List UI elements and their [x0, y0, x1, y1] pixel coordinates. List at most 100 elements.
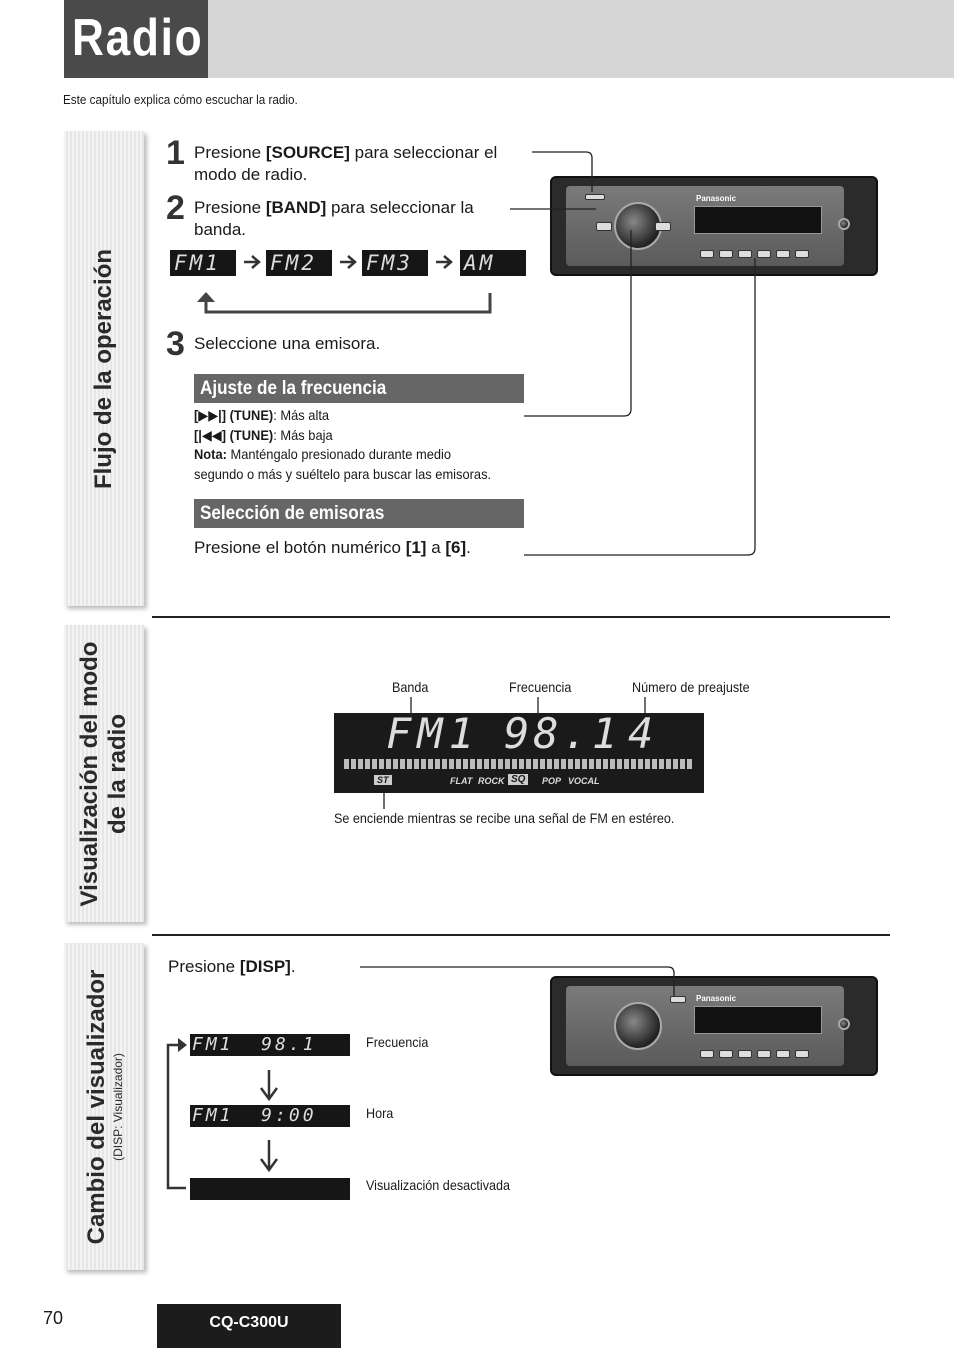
- disp-label-clock: Hora: [366, 1105, 394, 1121]
- tune-up-line: [▶▶|] (TUNE): Más alta: [194, 405, 329, 425]
- disp-text: Presione [DISP].: [168, 956, 296, 978]
- step-1-post: para seleccionar el modo de radio.: [194, 143, 498, 184]
- preset-button-5: [776, 250, 790, 258]
- disp-loop-arrow-icon: [178, 1038, 187, 1052]
- disp-label-off: Visualización desactivada: [366, 1177, 511, 1193]
- preset-pre: Presione el botón numérico: [194, 538, 406, 557]
- preset-post: .: [466, 538, 471, 557]
- step-1-key: [SOURCE]: [265, 143, 350, 162]
- preset-button-2: [719, 250, 733, 258]
- disp-cycle-loop: [166, 1043, 186, 1190]
- preset-mid: a: [426, 538, 446, 557]
- tune-note-line2: segundo o más y suéltelo para buscar las…: [194, 466, 492, 482]
- preset-button-4: [757, 250, 771, 258]
- disp-pre: Presione: [168, 957, 240, 976]
- volume-knob-icon: [614, 202, 662, 250]
- page-title: Radio: [72, 9, 204, 67]
- disp-down-arrow-icon-1: [259, 1070, 279, 1102]
- disp-label-frequency: Frecuencia: [366, 1034, 429, 1050]
- disp-connector: [360, 966, 675, 996]
- step-1-text: Presione [SOURCE] para seleccionar el mo…: [194, 142, 534, 186]
- model-name: CQ-C300U: [157, 1304, 341, 1348]
- disp-lcd-frequency: FM1 98.1: [190, 1034, 350, 1056]
- eq-label-sq: SQ: [508, 774, 529, 785]
- tune-note-text: Manténgalo presionado durante medio: [226, 446, 452, 462]
- step-2-post: para seleccionar la banda.: [194, 198, 474, 239]
- aux-jack-icon-2: [838, 1018, 850, 1030]
- disp-key: [DISP]: [239, 957, 291, 976]
- tune-down-key: [|◀◀] (TUNE): [194, 427, 274, 443]
- tuning-heading-text: Ajuste de la frecuencia: [200, 378, 387, 399]
- eq-label-rock: ROCK: [478, 776, 505, 786]
- band-lcd-am: AM: [460, 250, 526, 276]
- band-button: [596, 222, 612, 231]
- preset-button-2-3: [738, 1050, 752, 1058]
- intro-text: Este capítulo explica cómo escuchar la r…: [63, 92, 298, 107]
- radio-unit-image-2: Panasonic: [550, 976, 878, 1076]
- band-arrow-icon-1: [244, 255, 261, 269]
- tune-up-key: [▶▶|] (TUNE): [194, 407, 274, 423]
- step-3-text: Seleccione una emisora.: [194, 334, 381, 353]
- tune-down-line: [|◀◀] (TUNE): Más baja: [194, 425, 333, 445]
- radio-brand-2: Panasonic: [696, 994, 737, 1003]
- eq-label-st: ST: [374, 775, 392, 785]
- preset-button-2-5: [776, 1050, 790, 1058]
- radio-unit-image-1: Panasonic: [550, 176, 878, 276]
- tuning-heading: Ajuste de la frecuencia: [194, 374, 524, 403]
- band-cycle-loop: [204, 293, 492, 314]
- preset-button-6: [795, 250, 809, 258]
- step-2-key: [BAND]: [265, 198, 327, 217]
- preset-k2: [6]: [445, 538, 467, 557]
- preset-button-1: [700, 250, 714, 258]
- disp-lcd-off: [190, 1178, 350, 1200]
- step-2-pre: Presione: [194, 198, 266, 217]
- eq-label-flat: FLAT: [450, 776, 473, 786]
- disp-post: .: [290, 957, 296, 976]
- lcd-band: FM1: [386, 709, 480, 758]
- tune-note-line: Nota: Manténgalo presionado durante medi…: [194, 444, 451, 464]
- preset-button-2-1: [700, 1050, 714, 1058]
- stereo-note: Se enciende mientras se recibe una señal…: [334, 810, 675, 826]
- band-lcd-fm3: FM3: [362, 250, 428, 276]
- side-tab-change-display: Cambio del visualizador (DISP: Visualiza…: [64, 943, 144, 1270]
- tune-connector: [524, 230, 632, 417]
- step-1-pre: Presione: [194, 143, 266, 162]
- divider-1: [152, 616, 890, 618]
- band-arrow-icon-2: [340, 255, 357, 269]
- band-lcd-fm1: FM1: [170, 250, 236, 276]
- preset-k1: [1]: [405, 538, 427, 557]
- lcd-preset: 4: [628, 709, 654, 758]
- step-2-number: 2: [166, 189, 185, 227]
- radio-lcd-display: FM1 98.1 4 ST FLAT ROCK SQ POP VOCAL: [334, 709, 704, 793]
- step-2-text: Presione [BAND] para seleccionar la band…: [194, 197, 514, 241]
- disp-down-arrow-icon-2: [259, 1140, 279, 1173]
- disp-button: [670, 996, 686, 1003]
- page-number: 70: [43, 1308, 64, 1328]
- tune-button: [655, 222, 671, 231]
- radio-display: [694, 206, 822, 234]
- side-tab-display-mode: Visualización del modo de la radio: [64, 625, 144, 922]
- preset-heading-text: Selección de emisoras preajustadas: [200, 503, 385, 553]
- preset-button-2-6: [795, 1050, 809, 1058]
- preset-button-3: [738, 250, 752, 258]
- preset-heading: Selección de emisoras preajustadas: [194, 499, 524, 553]
- preset-connector: [524, 258, 756, 556]
- volume-knob-icon-2: [614, 1002, 662, 1050]
- source-connector: [532, 151, 593, 192]
- title-box: [64, 0, 208, 78]
- label-frequency: Frecuencia: [509, 679, 572, 695]
- band-loop-arrow-icon: [197, 292, 215, 302]
- preset-text: Presione el botón numérico [1] a [6].: [194, 537, 471, 559]
- label-preset-number: Número de preajuste: [632, 679, 750, 695]
- step-1-number: 1: [166, 134, 185, 172]
- label-band: Banda: [392, 679, 429, 695]
- band-arrow-icon-3: [436, 255, 453, 269]
- tune-up-text: : Más alta: [273, 407, 330, 423]
- band-lcd-fm2: FM2: [266, 250, 332, 276]
- source-button: [585, 194, 605, 200]
- preset-button-2-2: [719, 1050, 733, 1058]
- side-tab-flow: Flujo de la operación: [64, 131, 144, 606]
- header-bar: [64, 0, 954, 78]
- step-3-number: 3: [166, 325, 185, 363]
